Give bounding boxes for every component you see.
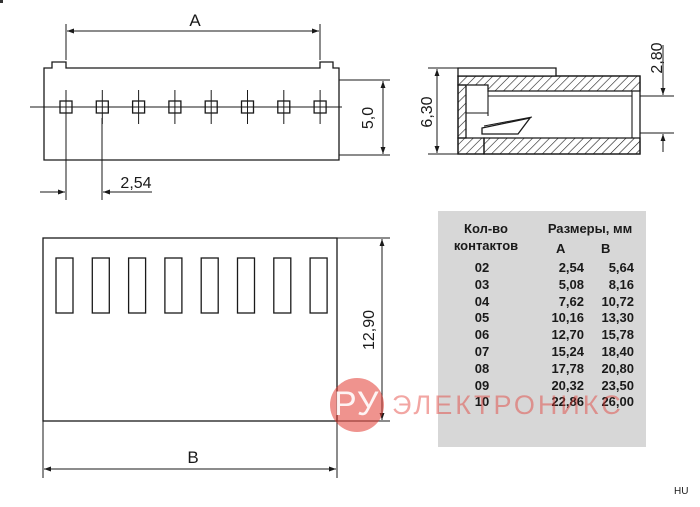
cell-dim-b: 26,00 xyxy=(601,394,634,410)
corner-mark xyxy=(0,0,3,3)
table-row: 05 10,16 13,30 xyxy=(438,310,646,327)
cell-contacts: 05 xyxy=(474,310,490,326)
cell-dim-b: 18,40 xyxy=(601,343,634,359)
pin-row xyxy=(59,90,327,124)
cell-dim-b: 20,80 xyxy=(601,360,634,376)
table-row: 07 15,24 18,40 xyxy=(438,344,646,361)
table-row: 08 17,78 20,80 xyxy=(438,361,646,378)
side-view-bottom-wall xyxy=(483,137,641,155)
contact-slot xyxy=(273,257,292,314)
cell-dim-a: 22,86 xyxy=(551,394,584,410)
cell-contacts: 10 xyxy=(474,394,490,410)
header-dimensions: Размеры, мм xyxy=(547,221,633,236)
table-row: 06 12,70 15,78 xyxy=(438,327,646,344)
front-view-body xyxy=(42,237,338,422)
side-view-latch xyxy=(481,117,532,135)
contact-slot xyxy=(200,257,219,314)
dim-b-label: B xyxy=(187,448,198,467)
side-view xyxy=(428,45,674,155)
table-row: 04 7,62 10,72 xyxy=(438,294,646,311)
cell-contacts: 08 xyxy=(474,360,490,376)
cell-dim-b: 10,72 xyxy=(601,293,634,309)
cell-dim-a: 7,62 xyxy=(558,293,584,309)
header-contacts-line1: Кол-во xyxy=(464,221,508,236)
cell-dim-b: 13,30 xyxy=(601,310,634,326)
cell-contacts: 04 xyxy=(474,293,490,309)
table-row: 03 5,08 8,16 xyxy=(438,277,646,294)
cell-contacts: 07 xyxy=(474,343,490,359)
contact-slots xyxy=(55,257,328,314)
contact-slot xyxy=(164,257,183,314)
header-sub-a: A xyxy=(556,241,566,256)
cell-contacts: 09 xyxy=(474,377,490,393)
cell-dim-a: 20,32 xyxy=(551,377,584,393)
contact-slot xyxy=(127,257,147,314)
contact-slot xyxy=(309,257,328,314)
front-view xyxy=(42,237,390,478)
cell-contacts: 02 xyxy=(474,260,490,275)
top-view-body xyxy=(43,61,340,161)
cell-dim-a: 12,70 xyxy=(551,327,584,343)
contact-slot xyxy=(236,257,256,314)
cell-dim-b: 5,64 xyxy=(608,260,634,275)
table-rows: 02 2,54 5,64 03 5,08 8,16 04 7,62 10,72 05 10,16 13… xyxy=(438,260,646,411)
dim-pitch-label: 2,54 xyxy=(120,175,151,192)
cell-contacts: 06 xyxy=(474,327,490,343)
cell-contacts: 03 xyxy=(474,276,490,292)
corner-code: HU xyxy=(674,486,689,497)
dim-a-label: A xyxy=(189,11,201,30)
cell-dim-b: 15,78 xyxy=(601,327,634,343)
dim-side-height-label: 6,30 xyxy=(419,96,436,127)
cell-dim-a: 17,78 xyxy=(551,360,584,376)
cell-dim-a: 2,54 xyxy=(558,260,584,275)
table-row: 09 20,32 23,50 xyxy=(438,378,646,395)
contact-slot xyxy=(55,257,74,314)
cell-dim-a: 5,08 xyxy=(558,276,584,292)
cell-dim-b: 8,16 xyxy=(608,276,634,292)
dim-side-top-label: 2,80 xyxy=(649,42,666,73)
cell-dim-a: 10,16 xyxy=(551,310,584,326)
header-contacts-line2: контактов xyxy=(453,238,519,253)
contact-slot xyxy=(91,257,110,314)
header-contacts: Кол-во контактов xyxy=(446,220,526,254)
header-sub-b: B xyxy=(601,241,611,256)
top-view xyxy=(30,24,390,200)
dim-height-label: 5,0 xyxy=(360,107,377,129)
table-row: 10 22,86 26,00 xyxy=(438,394,646,411)
table-row: 02 2,54 5,64 xyxy=(438,260,646,277)
cell-dim-b: 23,50 xyxy=(601,377,634,393)
cell-dim-a: 15,24 xyxy=(551,343,584,359)
dim-body-height-label: 12,90 xyxy=(361,310,378,350)
